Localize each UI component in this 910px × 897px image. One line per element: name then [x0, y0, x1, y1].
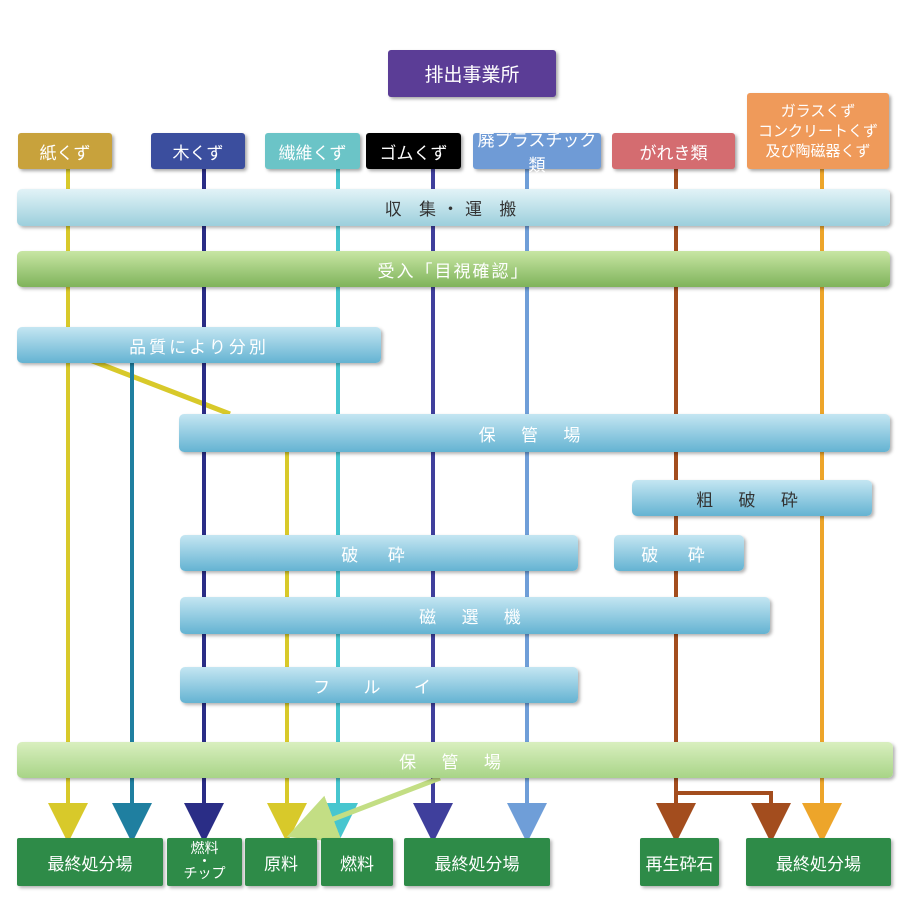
storage-bar-2: 保 管 場	[17, 742, 893, 778]
rough-crush-bar: 粗 破 砕	[632, 480, 872, 516]
storage-bar-1: 保 管 場	[179, 414, 890, 452]
source-paper: 紙くず	[18, 133, 112, 169]
source-rubber: ゴムくず	[366, 133, 461, 169]
source-fiber: 繊維くず	[265, 133, 360, 169]
output-recycled-stone: 再生砕石	[640, 838, 719, 886]
output-fuel: 燃料	[321, 838, 393, 886]
collect-transport-bar: 収 集・運 搬	[17, 189, 890, 226]
sieve-bar: フ ル イ	[180, 667, 578, 703]
crush-bar-left: 破 砕	[180, 535, 578, 571]
source-rubble: がれき類	[612, 133, 735, 169]
quality-sort-bar: 品質により分別	[17, 327, 381, 363]
output-landfill-3: 最終処分場	[746, 838, 891, 886]
crush-bar-right: 破 砕	[614, 535, 744, 571]
fuel-chip-line-2: チップ	[183, 866, 226, 882]
output-raw-material: 原料	[245, 838, 317, 886]
generator-title: 排出事業所	[388, 50, 556, 97]
source-wood: 木くず	[151, 133, 245, 169]
source-plastic: 廃プラスチック類	[473, 131, 601, 176]
output-landfill-1: 最終処分場	[17, 838, 163, 886]
output-landfill-2: 最終処分場	[404, 838, 550, 886]
storage-to-raw-line	[286, 775, 441, 843]
fuel-chip-line-1: 燃料	[190, 841, 219, 857]
source-glass: ガラスくず コンクリートくず 及び陶磁器くず	[747, 93, 889, 169]
paper-to-storage-line	[89, 357, 231, 417]
output-fuel-chip: 燃料 ・ チップ	[167, 838, 242, 886]
fuel-chip-dot: ・	[197, 854, 212, 870]
receive-inspection-bar: 受入「目視確認」	[17, 251, 890, 287]
rubble-branch-line	[676, 791, 791, 843]
magnetic-separator-bar: 磁 選 機	[180, 597, 770, 634]
